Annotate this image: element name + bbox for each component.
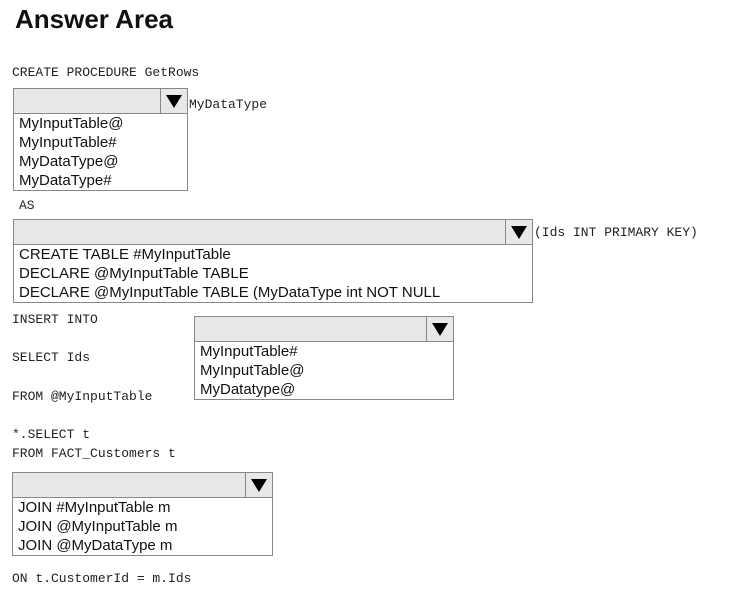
dropdown-header[interactable] <box>14 220 532 245</box>
dropdown-option[interactable]: MyInputTable@ <box>19 115 124 132</box>
dropdown-option[interactable]: DECLARE @MyInputTable TABLE (MyDataType … <box>19 284 441 301</box>
dropdown-option[interactable]: JOIN @MyInputTable m <box>18 518 178 535</box>
dropdown-option[interactable]: JOIN #MyInputTable m <box>18 499 171 516</box>
triangle-down-icon[interactable] <box>160 89 187 113</box>
table-declaration-dropdown[interactable]: CREATE TABLE #MyInputTable DECLARE @MyIn… <box>13 219 533 303</box>
parameter-prefix-dropdown[interactable]: MyInputTable@ MyInputTable# MyDataType@ … <box>13 88 188 191</box>
dropdown-header[interactable] <box>195 317 453 342</box>
triangle-down-icon[interactable] <box>245 473 272 497</box>
dropdown-option[interactable]: DECLARE @MyInputTable TABLE <box>19 265 249 282</box>
dropdown-option[interactable]: MyDataType@ <box>19 153 119 170</box>
code-select-t: *.SELECT t <box>12 427 91 442</box>
dropdown-option[interactable]: MyInputTable@ <box>200 362 305 379</box>
code-create-procedure: CREATE PROCEDURE GetRows <box>12 65 200 80</box>
code-on-clause: ON t.CustomerId = m.Ids <box>12 571 192 586</box>
dropdown-header[interactable] <box>14 89 187 114</box>
dropdown-option[interactable]: JOIN @MyDataType m <box>18 537 173 554</box>
page-title: Answer Area <box>15 4 173 34</box>
insert-target-dropdown[interactable]: MyInputTable# MyInputTable@ MyDatatype@ <box>194 316 454 400</box>
triangle-down-icon[interactable] <box>505 220 532 244</box>
dropdown-option[interactable]: MyInputTable# <box>19 134 117 151</box>
dropdown-option[interactable]: CREATE TABLE #MyInputTable <box>19 246 231 263</box>
code-select-ids: SELECT Ids <box>12 350 91 365</box>
code-from-fact: FROM FACT_Customers t <box>12 446 176 461</box>
code-primary-key-suffix: (Ids INT PRIMARY KEY) <box>534 225 698 240</box>
triangle-down-icon[interactable] <box>426 317 453 341</box>
code-datatype-suffix: MyDataType <box>189 97 268 112</box>
join-dropdown[interactable]: JOIN #MyInputTable m JOIN @MyInputTable … <box>12 472 273 556</box>
code-from-input-table: FROM @MyInputTable <box>12 389 153 404</box>
code-insert-into: INSERT INTO <box>12 312 98 327</box>
dropdown-option[interactable]: MyDataType# <box>19 172 112 189</box>
dropdown-header[interactable] <box>13 473 272 498</box>
code-as: AS <box>19 198 35 213</box>
dropdown-option[interactable]: MyDatatype@ <box>200 381 296 398</box>
dropdown-option[interactable]: MyInputTable# <box>200 343 298 360</box>
